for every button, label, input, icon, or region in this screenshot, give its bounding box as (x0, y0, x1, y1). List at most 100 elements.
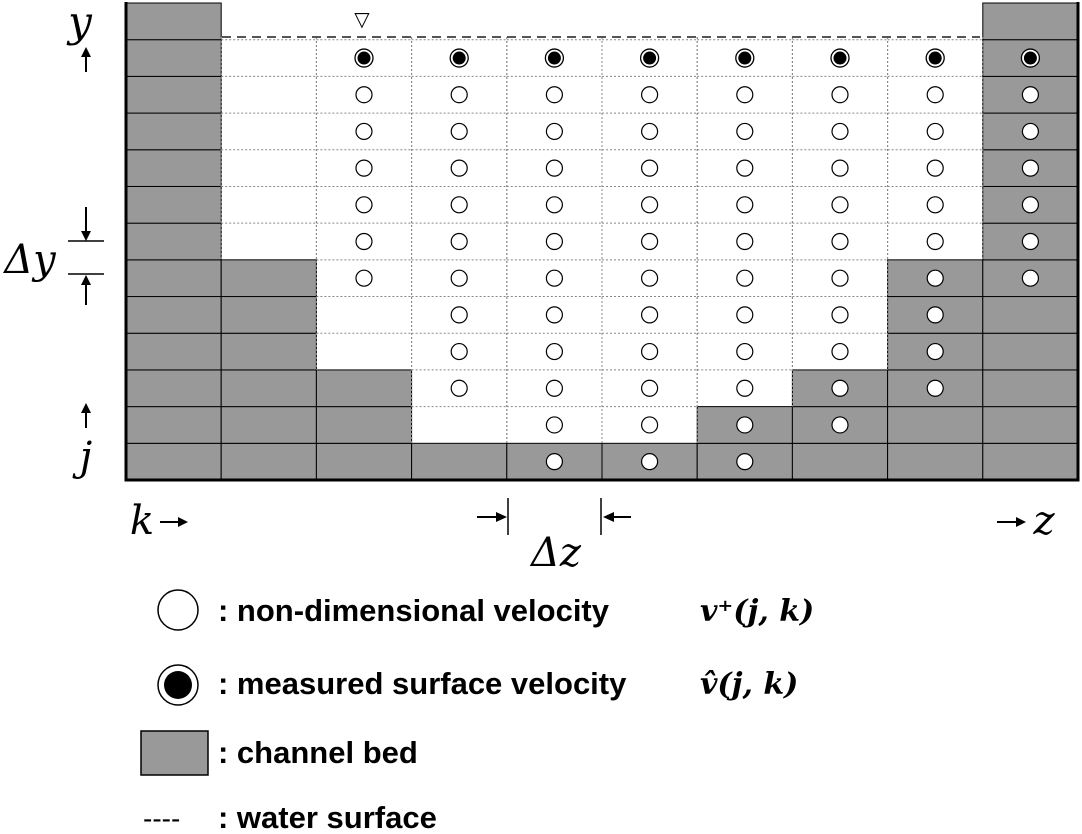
non-dimensional-velocity-marker (926, 196, 944, 214)
non-dimensional-velocity-marker (640, 342, 659, 361)
bed-cell (125, 185, 222, 224)
non-dimensional-velocity-marker (640, 306, 659, 324)
non-dimensional-velocity-marker (355, 196, 373, 214)
delta-y-label: Δy (2, 237, 57, 283)
non-dimensional-velocity-marker (640, 232, 659, 251)
non-dimensional-velocity-marker (640, 196, 659, 214)
grid-lines (220, 37, 984, 444)
bed-cell (220, 406, 317, 444)
bed-legend-swatch (140, 730, 209, 776)
non-dimensional-velocity-marker (926, 159, 944, 177)
bed-cell (125, 442, 222, 481)
non-dimensional-velocity-marker (355, 122, 373, 141)
bed-cell (982, 332, 1079, 371)
bed-cell (125, 39, 222, 77)
bed-cell (315, 442, 413, 481)
non-dimensional-velocity-marker (831, 269, 849, 287)
delta-y-marker (68, 207, 104, 305)
legend-water-text: : water surface (218, 800, 437, 834)
non-dimensional-velocity-marker (640, 86, 659, 104)
non-dimensional-velocity-marker (545, 122, 564, 141)
non-dimensional-velocity-marker (926, 86, 944, 104)
non-dimensional-velocity-marker (545, 306, 564, 324)
bed-cell (125, 406, 222, 444)
water-surface-legend-swatch: ---- (143, 803, 180, 834)
j-arrow-icon (81, 403, 91, 428)
non-dimensional-velocity-marker (736, 232, 754, 251)
legend-filled-circle-math: v̂(j, k) (700, 667, 798, 702)
measured-surface-velocity-marker-core (357, 51, 371, 65)
non-dimensional-velocity-marker (1021, 159, 1040, 177)
non-dimensional-velocity-marker (736, 196, 754, 214)
legend-bed-text: : channel bed (218, 735, 418, 770)
bed-cell (220, 296, 317, 334)
non-dimensional-velocity-marker (640, 416, 659, 434)
non-dimensional-velocity-marker (545, 232, 564, 251)
bed-cell (982, 442, 1079, 481)
channel-bed-cells (125, 2, 1079, 481)
non-dimensional-velocity-marker (831, 232, 849, 251)
non-dimensional-velocity-marker (545, 159, 564, 177)
non-dimensional-velocity-marker (736, 306, 754, 324)
bed-cell (220, 442, 317, 481)
non-dimensional-velocity-marker (831, 196, 849, 214)
measured-surface-velocity-marker-core (643, 51, 657, 65)
bed-cell (315, 369, 413, 408)
non-dimensional-velocity-marker (545, 342, 564, 361)
non-dimensional-velocity-marker (545, 416, 564, 434)
measured-surface-velocity-marker-core (452, 51, 466, 65)
non-dimensional-velocity-marker (450, 196, 468, 214)
non-dimensional-velocity-marker (736, 122, 754, 141)
non-dimensional-velocity-marker (736, 416, 754, 434)
non-dimensional-velocity-marker (926, 342, 944, 361)
non-dimensional-velocity-marker (450, 342, 468, 361)
non-dimensional-velocity-marker (450, 269, 468, 287)
non-dimensional-velocity-marker (736, 453, 754, 471)
non-dimensional-velocity-marker (640, 453, 659, 471)
bed-cell (220, 369, 317, 408)
bed-cell (220, 259, 317, 298)
non-dimensional-velocity-marker (545, 379, 564, 397)
bed-cell (125, 296, 222, 334)
measured-surface-velocity-marker-core (833, 51, 847, 65)
bed-cell (982, 369, 1079, 408)
non-dimensional-velocity-marker (926, 269, 944, 287)
j-index-label: j (72, 434, 92, 480)
non-dimensional-velocity-marker (545, 86, 564, 104)
non-dimensional-velocity-marker (1021, 122, 1040, 141)
bed-cell (887, 406, 984, 444)
non-dimensional-velocity-marker (545, 196, 564, 214)
bed-cell (125, 222, 222, 261)
k-arrow-icon (160, 517, 188, 527)
non-dimensional-velocity-marker (736, 342, 754, 361)
non-dimensional-velocity-marker (355, 232, 373, 251)
bed-cell (982, 2, 1079, 41)
non-dimensional-velocity-marker (831, 416, 849, 434)
non-dimensional-velocity-marker (450, 122, 468, 141)
non-dimensional-velocity-marker (355, 159, 373, 177)
bed-cell (125, 2, 222, 41)
non-dimensional-velocity-marker (926, 232, 944, 251)
non-dimensional-velocity-marker (1021, 269, 1040, 287)
non-dimensional-velocity-marker (736, 86, 754, 104)
open-circle-legend-icon (157, 589, 199, 631)
non-dimensional-velocity-marker (450, 86, 468, 104)
y-arrow-icon (81, 47, 91, 72)
measured-surface-velocity-marker-core (547, 51, 561, 65)
non-dimensional-velocity-marker (926, 379, 944, 397)
non-dimensional-velocity-marker (450, 379, 468, 397)
bed-cell (125, 369, 222, 408)
non-dimensional-velocity-marker (450, 159, 468, 177)
measured-surface-velocity-marker-core (738, 51, 752, 65)
filled-circle-legend-inner (164, 671, 192, 699)
non-dimensional-velocity-marker (640, 379, 659, 397)
legend-filled-circle-text: : measured surface velocity (218, 666, 627, 701)
non-dimensional-velocity-marker (926, 306, 944, 324)
y-axis-label: y (66, 0, 93, 46)
non-dimensional-velocity-marker (640, 122, 659, 141)
non-dimensional-velocity-marker (355, 86, 373, 104)
non-dimensional-velocity-marker (1021, 196, 1040, 214)
bed-cell (125, 112, 222, 151)
non-dimensional-velocity-marker (736, 159, 754, 177)
non-dimensional-velocity-marker (831, 379, 849, 397)
